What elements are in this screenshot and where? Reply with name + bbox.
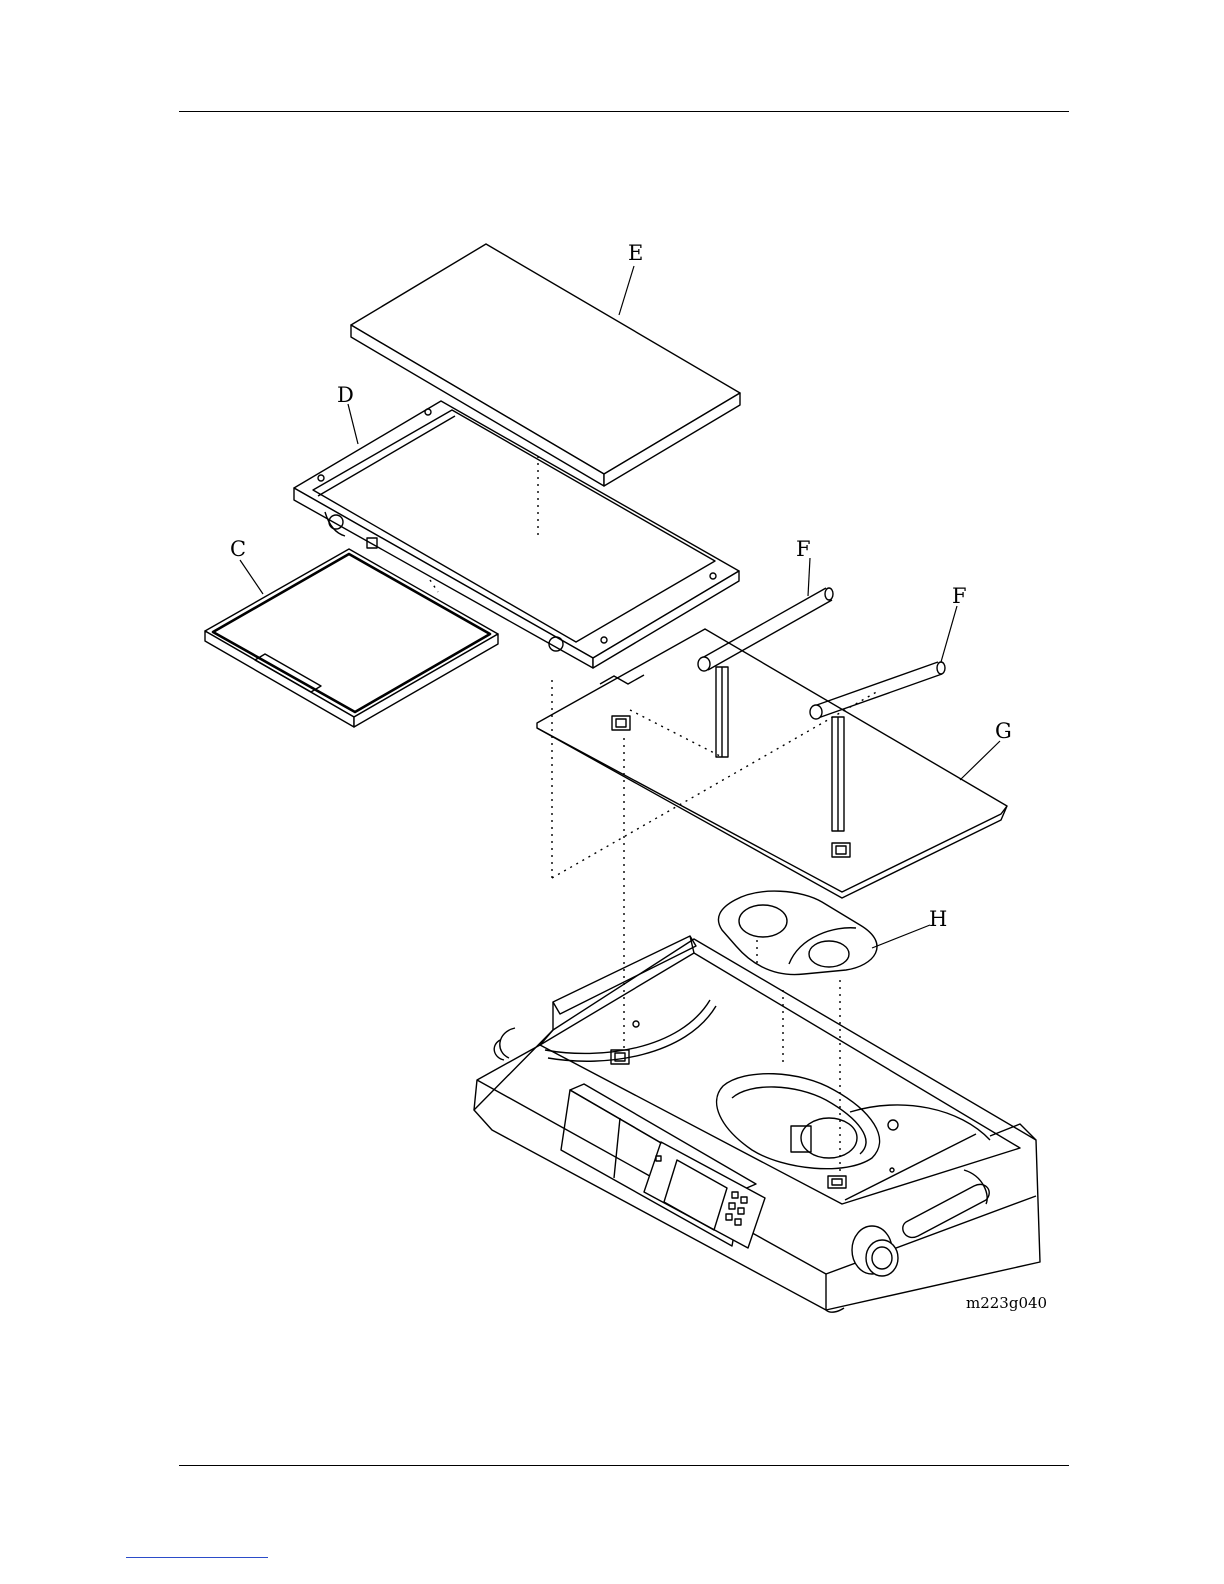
figure-code: m223g040	[966, 1294, 1047, 1312]
instrument-base-housing	[474, 936, 1040, 1312]
label-g: G	[995, 719, 1012, 743]
part-h-gasket	[718, 891, 877, 974]
label-h: H	[929, 907, 947, 931]
label-c: C	[230, 537, 246, 561]
label-e: E	[628, 241, 643, 265]
label-f-2: F	[952, 584, 967, 608]
label-d: D	[337, 383, 354, 407]
label-f-1: F	[796, 537, 811, 561]
